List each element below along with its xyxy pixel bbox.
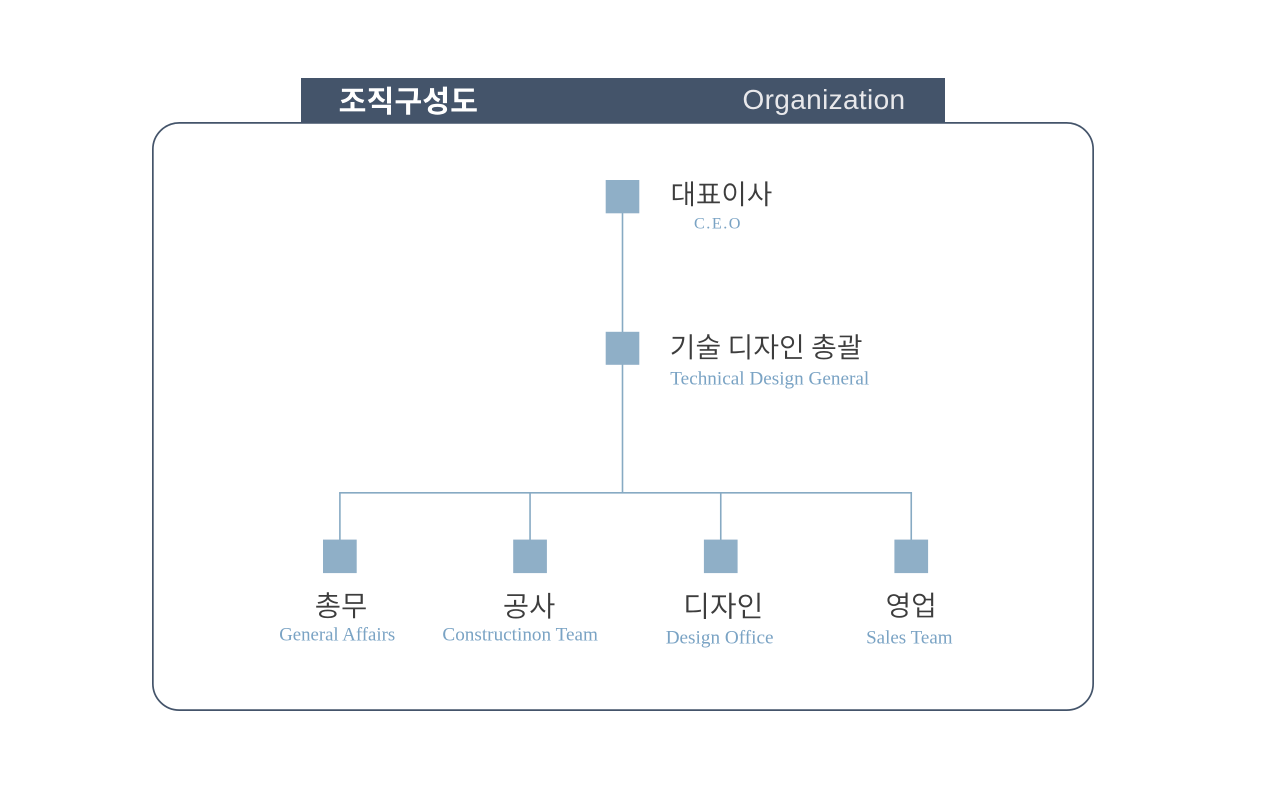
svg-text:Sales Team: Sales Team bbox=[866, 628, 953, 649]
svg-text:General Affairs: General Affairs bbox=[279, 625, 395, 646]
svg-text:Technical Design General: Technical Design General bbox=[670, 369, 869, 390]
svg-text:Constructinon Team: Constructinon Team bbox=[442, 625, 598, 646]
svg-text:Design Office: Design Office bbox=[666, 628, 774, 649]
svg-text:C.E.O: C.E.O bbox=[694, 215, 742, 233]
svg-text:Organization: Organization bbox=[743, 84, 906, 115]
